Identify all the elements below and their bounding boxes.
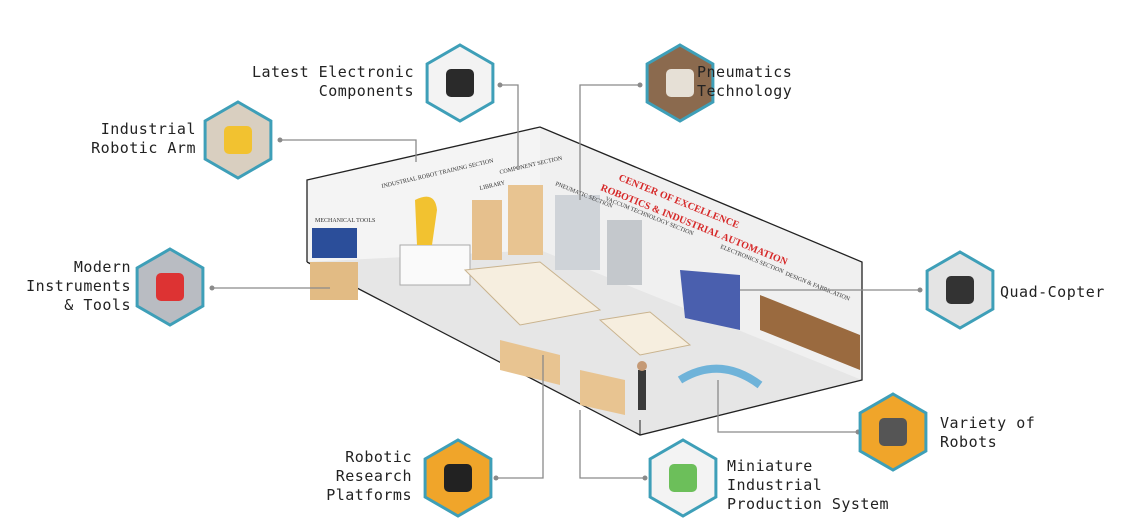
pneumatics-board-icon	[645, 43, 715, 123]
pneumatic-rack	[555, 195, 600, 270]
industrial-robot-arm-icon	[203, 100, 273, 180]
cabinet	[310, 262, 358, 300]
lab-room-3d: MECHANICAL TOOLS INDUSTRIAL ROBOT TRAINI…	[306, 126, 863, 436]
fabrication-bench	[760, 295, 860, 370]
desk	[580, 370, 625, 415]
robot-cell	[399, 244, 471, 286]
control-desk	[677, 364, 763, 389]
rover-robot-icon	[858, 392, 928, 472]
floor	[307, 250, 862, 435]
production-system-icon	[648, 438, 718, 518]
vacuum-rack	[607, 220, 642, 285]
wall-label: MECHANICAL TOOLS	[315, 218, 375, 224]
quadcopter-icon	[925, 250, 995, 330]
center-table	[598, 311, 692, 356]
person	[638, 370, 646, 410]
electronics-bench	[680, 270, 740, 330]
connectors	[212, 84, 920, 479]
work-table	[463, 261, 602, 326]
library-shelf	[472, 200, 502, 260]
research-robot-platform-icon	[423, 438, 493, 518]
label-quad-copter: Quad-Copter	[1000, 283, 1105, 301]
wall-label: LIBRARY	[479, 180, 506, 192]
tool-wall-icon	[135, 247, 205, 327]
desk	[500, 340, 560, 385]
yellow-robot	[415, 196, 437, 245]
component-shelf	[508, 185, 543, 255]
mechanical-tools-board	[312, 228, 357, 258]
electronic-components-icon	[425, 43, 495, 123]
